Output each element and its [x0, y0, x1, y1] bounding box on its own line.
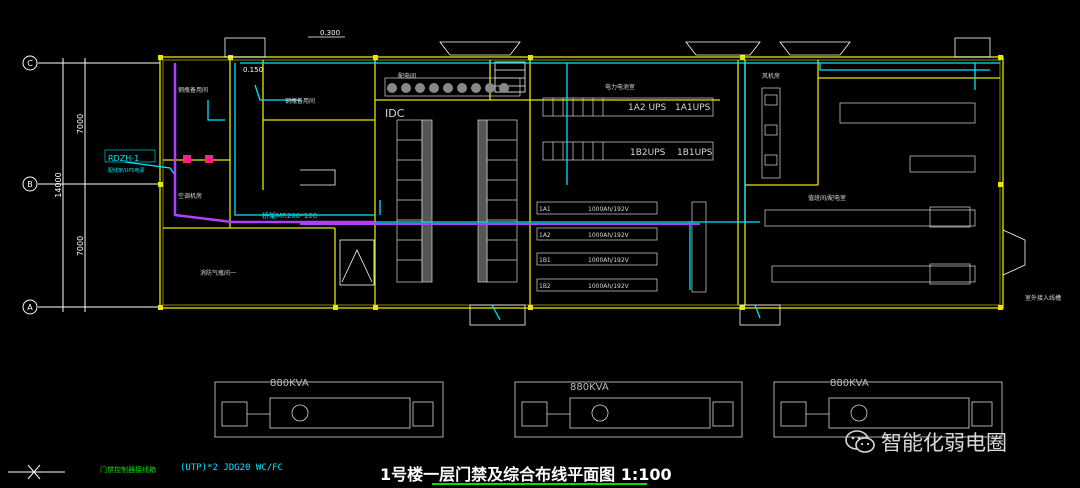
axis-markers: [22, 55, 160, 315]
room-label-gas: 消防气瓶间一: [200, 269, 236, 277]
ups-label-1a2: 1A2 UPS: [628, 103, 666, 113]
battery-label-1a2: 1A2: [539, 232, 551, 239]
axis-label-a: A: [27, 303, 33, 312]
walls: [159, 56, 1004, 309]
battery-label-1a1: 1A1: [539, 206, 551, 213]
title-underline: [432, 483, 647, 485]
axis-bubble-b: [22, 176, 38, 192]
legend-symbol: [8, 464, 65, 480]
ups-labels: 1A2 UPS 1A1UPS 1B2UPS 1B1UPS: [628, 103, 713, 158]
watermark-text: 智能化弱电圈: [881, 431, 1007, 455]
legend-symbol-label: 门禁控制器接线箱: [100, 466, 156, 474]
room-label-duty: 值班间/配电室: [808, 194, 846, 202]
rdzh-label: RDZH-1: [108, 154, 139, 163]
dim-0150: 0.150: [243, 66, 263, 74]
room-label-ac: 空调机房: [178, 192, 202, 200]
ext-label: 室外接入线槽: [1025, 294, 1061, 302]
battery-labels: 1A1 1A2 1B1 1B2 1000Ah/192V 1000Ah/192V …: [539, 206, 630, 290]
cable-tray-label: 桥架MR200*100: [262, 211, 317, 220]
cable-tray: [173, 63, 700, 225]
ups-label-1a1: 1A1UPS: [675, 103, 711, 113]
generator-label-3: 880KVA: [830, 378, 869, 389]
battery-label-1b2: 1B2: [539, 283, 551, 290]
ups-label-1b1: 1B1UPS: [677, 148, 713, 158]
room-label-bottle2: 钢瓶备用间: [285, 97, 315, 105]
dim-7000-top: 7000: [76, 114, 85, 134]
ups-cabinets: [536, 97, 714, 293]
axis-label-b: B: [27, 180, 33, 189]
drawing-title: 1号楼一层门禁及综合布线平面图 1:100: [380, 465, 672, 484]
room-label-right-top: 风机房: [762, 72, 780, 80]
axis-bubble-c: [22, 55, 38, 71]
room-label-idc: IDC: [385, 107, 405, 120]
cable-routes: [104, 62, 1000, 321]
axis-label-c: C: [27, 59, 33, 68]
battery-desc-3: 1000Ah/192V: [588, 257, 630, 264]
watermark: 智能化弱电圈: [845, 427, 1007, 457]
room-label-dist: 配电间: [398, 72, 416, 80]
dim-14000: 14000: [54, 172, 63, 197]
legend-cable-spec: (UTP)*2 JDG20 WC/FC: [180, 463, 283, 473]
outer-wall: [159, 56, 1004, 309]
ac-units: [387, 83, 509, 93]
ups-label-1b2: 1B2UPS: [630, 148, 666, 158]
room-labels: 钢瓶备用间 钢瓶备用间 配电间 电力电池室 空调机房 消防气瓶间一 风机房 值班…: [178, 72, 846, 277]
battery-desc-4: 1000Ah/192V: [588, 283, 630, 290]
axis-bubble-a: [22, 299, 38, 315]
rdzh-sublabel: 配线架/UPS电源: [108, 167, 145, 174]
access-devices: [183, 155, 213, 163]
generator-label-1: 880KVA: [270, 378, 309, 389]
generators: [214, 381, 1003, 438]
battery-desc-1: 1000Ah/192V: [588, 206, 630, 213]
battery-label-1b1: 1B1: [539, 257, 551, 264]
rack-rows: [384, 77, 521, 283]
dim-7000-bottom: 7000: [76, 236, 85, 256]
right-equipment: [761, 87, 976, 285]
wechat-icon: [845, 430, 875, 453]
room-label-ups: 电力电池室: [605, 83, 635, 91]
room-label-bottle1: 钢瓶备用间: [178, 86, 208, 94]
dim-0300: 0.300: [320, 29, 340, 37]
battery-desc-2: 1000Ah/192V: [588, 232, 630, 239]
generator-label-2: 880KVA: [570, 382, 609, 393]
columns: [158, 55, 1003, 310]
